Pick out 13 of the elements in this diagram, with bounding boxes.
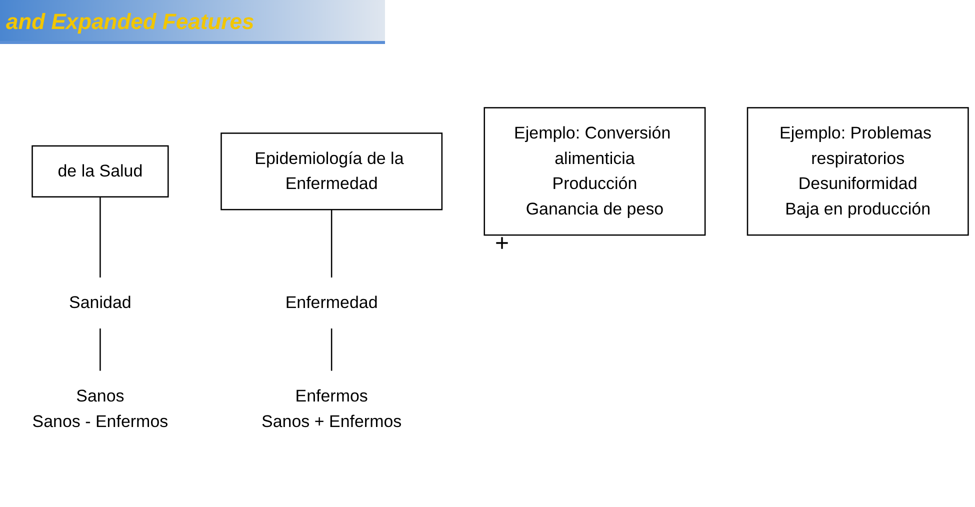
connector: [100, 196, 101, 278]
connector: [100, 328, 101, 371]
node-box: Ejemplo: Problemas respiratorios Desuniformidad Baja en producción: [746, 107, 969, 236]
node-text: Enfermos Sanos + Enfermos: [262, 387, 402, 432]
node-box: Epidemiología de la Enfermedad: [220, 132, 443, 210]
connector: [330, 210, 332, 278]
node-text: Enfermedad: [285, 294, 378, 312]
banner-title: and Expanded Features: [0, 0, 385, 44]
node-box: Ejemplo: Conversión alimenticia Producción Ganancia de peso: [484, 107, 706, 236]
node-text: Sanidad: [69, 294, 132, 312]
node-text: Sanos Sanos - Enfermos: [32, 387, 168, 432]
connector: [330, 328, 332, 371]
node-box: de la Salud: [32, 145, 169, 198]
